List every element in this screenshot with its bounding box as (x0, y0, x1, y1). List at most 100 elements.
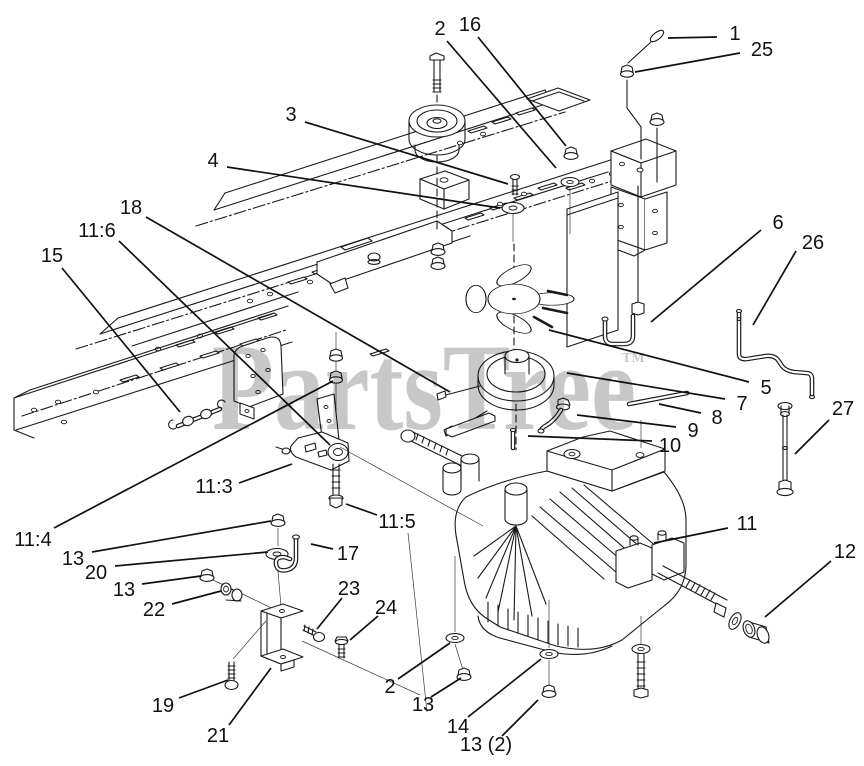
callout-label-22: 22 (143, 599, 165, 621)
hex-nut-icon (270, 513, 286, 527)
callout-leader-4 (226, 166, 501, 209)
bolt-head-icon (429, 52, 445, 61)
callout-leader-11-6 (118, 240, 331, 446)
callout-label-27: 27 (832, 398, 854, 420)
callout-label-25: 25 (751, 39, 773, 61)
callout-leader-2 (446, 40, 557, 169)
hex-nut-icon (430, 256, 446, 270)
washer-icon (728, 612, 742, 630)
hex-nut-icon (563, 146, 579, 160)
watermark: PartsTree TM (212, 319, 645, 456)
left-axle-mount (442, 453, 480, 496)
watermark-tm: TM (622, 351, 645, 366)
idler-bracket-cluster (199, 446, 484, 713)
callout-leader-2b (397, 642, 451, 680)
cooling-fan (465, 243, 575, 351)
callout-label-13b: 13 (113, 579, 135, 601)
callout-label-19: 19 (152, 695, 174, 717)
callout-label-10: 10 (659, 435, 681, 457)
callout-label-15: 15 (41, 245, 63, 267)
callout-label-21: 21 (207, 725, 229, 747)
callout-leader-3 (304, 121, 509, 185)
long-bolt-27 (776, 401, 794, 497)
cooling-fins (473, 484, 659, 621)
pin-10 (509, 427, 517, 451)
callout-leader-16 (477, 36, 567, 147)
hex-nut-icon (619, 64, 635, 78)
bolt-head-icon (367, 252, 381, 262)
callout-label-16: 16 (459, 14, 481, 36)
callout-leader-14 (467, 658, 542, 718)
callout-label-11-3: 11:3 (195, 476, 232, 498)
tractor-frame (75, 87, 649, 357)
mounting-hardware (445, 420, 651, 699)
lever-bracket-11-3 (275, 332, 350, 471)
callout-leader-25 (634, 52, 741, 73)
callout-label-9: 9 (687, 420, 698, 442)
callout-label-5: 5 (760, 377, 771, 399)
hex-nut-icon (430, 242, 446, 256)
callout-label-18: 18 (120, 197, 142, 219)
callout-leader-13x2 (501, 699, 539, 737)
callout-label-13a: 13 (62, 548, 84, 570)
callout-leader-10 (527, 435, 653, 442)
callout-label-24: 24 (375, 597, 397, 619)
spirol-pins (532, 289, 569, 329)
callout-leader-19 (178, 679, 229, 699)
callout-leader-11-5 (345, 503, 378, 516)
callout-leader-24 (349, 615, 379, 641)
hex-nut-icon (199, 568, 215, 582)
callout-label-1: 1 (729, 23, 740, 45)
frame-top-plate (526, 87, 591, 112)
callout-leader-6 (650, 229, 762, 323)
hex-nut-icon (541, 684, 557, 698)
long-bolt (633, 653, 649, 699)
washer-icon (560, 176, 580, 188)
bolt-head-icon (329, 497, 343, 509)
washer-icon (445, 632, 465, 644)
frame-box-bracket (419, 170, 470, 210)
hook-rod-17 (273, 534, 300, 573)
dipstick-lever-assembly (619, 29, 665, 160)
washer-icon (631, 643, 651, 655)
callout-leader-7 (566, 372, 726, 400)
transmission-top-cover (546, 430, 666, 492)
rod-8 (626, 390, 690, 407)
callout-leader-22 (171, 590, 222, 605)
screw-icon (509, 173, 521, 196)
lever-paddle (649, 29, 665, 43)
carriage-bolt-19 (224, 661, 239, 691)
callout-label-11-4: 11:4 (14, 529, 51, 551)
callout-leader-5 (548, 329, 750, 383)
hex-nut-icon (328, 370, 344, 384)
bolt-head-icon (224, 679, 239, 691)
callout-label-8: 8 (711, 407, 722, 429)
callout-label-12: 12 (834, 541, 856, 563)
callout-label-6: 6 (772, 212, 783, 234)
callout-leader-18 (145, 216, 451, 393)
hydro-transmission (400, 412, 770, 655)
frame-cross-member (316, 220, 453, 294)
callout-leader-27 (794, 419, 830, 455)
callout-leader-21 (228, 667, 272, 726)
transmission-pulley (436, 348, 555, 451)
elbow-fitting-9 (537, 397, 571, 434)
callout-label-14: 14 (447, 716, 469, 738)
callout-label-20: 20 (85, 562, 107, 584)
axle-spring (685, 579, 716, 601)
callout-label-13c: 13 (412, 694, 434, 716)
spring-15 (168, 399, 226, 430)
callout-label-26: 26 (802, 232, 824, 254)
axle-bushing (742, 620, 770, 644)
callout-leader-8 (658, 403, 702, 414)
callout-leader-9 (576, 414, 677, 428)
callout-leader-20 (114, 551, 269, 567)
callout-label-11: 11 (737, 513, 758, 535)
bolt-11-5 (328, 463, 344, 509)
callout-leader-13a (91, 520, 272, 553)
callout-label-23: 23 (338, 578, 360, 600)
spacer-22 (220, 582, 243, 602)
callout-leader-12 (764, 560, 832, 618)
